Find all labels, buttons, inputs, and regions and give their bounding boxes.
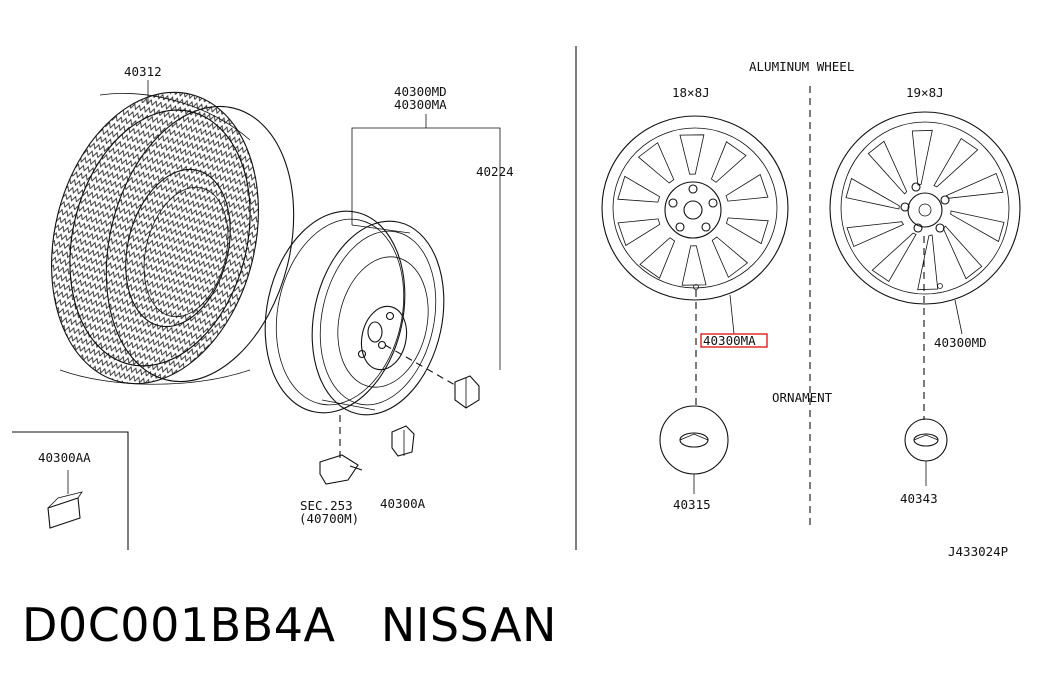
spoke-window (637, 142, 675, 184)
aluminum-wheel-18-illustration (601, 115, 789, 301)
spoke-window (950, 210, 1005, 243)
size-18-label: 18×8J (672, 85, 710, 100)
spoke-window (725, 173, 769, 202)
spoke-window (867, 140, 908, 195)
clip-illustration (391, 425, 415, 457)
ornament-18-illustration (659, 405, 729, 475)
spoke-window (639, 237, 676, 279)
wheel-18-part-label: 40300MA (703, 333, 756, 348)
spoke-window (681, 245, 707, 286)
aluminum-wheel-19-illustration (829, 111, 1021, 305)
wheel-18-part-highlight (700, 333, 768, 348)
size-19-label: 19×8J (906, 85, 944, 100)
ornament-title: ORNAMENT (772, 390, 833, 405)
spoke-window (917, 234, 939, 291)
caption: D0C001BB4A NISSAN (22, 598, 557, 652)
steel-wheel-illustration (264, 210, 445, 416)
spoke-window (710, 141, 747, 183)
ornament-18-part-label: 40315 (673, 497, 711, 512)
spoke-window (711, 236, 749, 278)
spoke-window (911, 129, 933, 186)
nut-part-label: 40224 (476, 164, 514, 179)
valve-illustration (319, 415, 363, 485)
spoke-window (617, 218, 661, 247)
valve-sec-label-2: (40700M) (299, 511, 359, 526)
wheel-19-part-label: 40300MD (934, 335, 987, 350)
spoke-window (725, 217, 769, 245)
wheel-parts-label-1: 40300MD (394, 84, 447, 99)
ornament-19-illustration (904, 418, 948, 462)
ornament-19-part-label: 40343 (900, 491, 938, 506)
tire-illustration (51, 91, 295, 385)
diagram-code: J433024P (948, 544, 1008, 559)
spoke-window (679, 134, 705, 175)
spoke-window (871, 232, 917, 282)
tire-part-label: 40312 (124, 64, 162, 79)
part-number: D0C001BB4A (22, 598, 336, 652)
spoke-window (617, 175, 661, 203)
clip-part-label: 40300A (380, 496, 426, 511)
spoke-window (846, 221, 904, 248)
spoke-window (845, 177, 900, 210)
aluminum-wheel-title: ALUMINUM WHEEL (749, 59, 854, 74)
wheel-nut-illustration (384, 344, 480, 409)
spoke-window (933, 138, 979, 188)
spoke-window (942, 225, 983, 280)
spoke-window (946, 172, 1004, 199)
valve-sec-label-1: SEC.253 (300, 498, 353, 513)
balance-weight-illustration (47, 470, 83, 529)
weight-part-label: 40300AA (38, 450, 91, 465)
brand-name: NISSAN (380, 598, 557, 652)
wheel-parts-label-2: 40300MA (394, 97, 447, 112)
